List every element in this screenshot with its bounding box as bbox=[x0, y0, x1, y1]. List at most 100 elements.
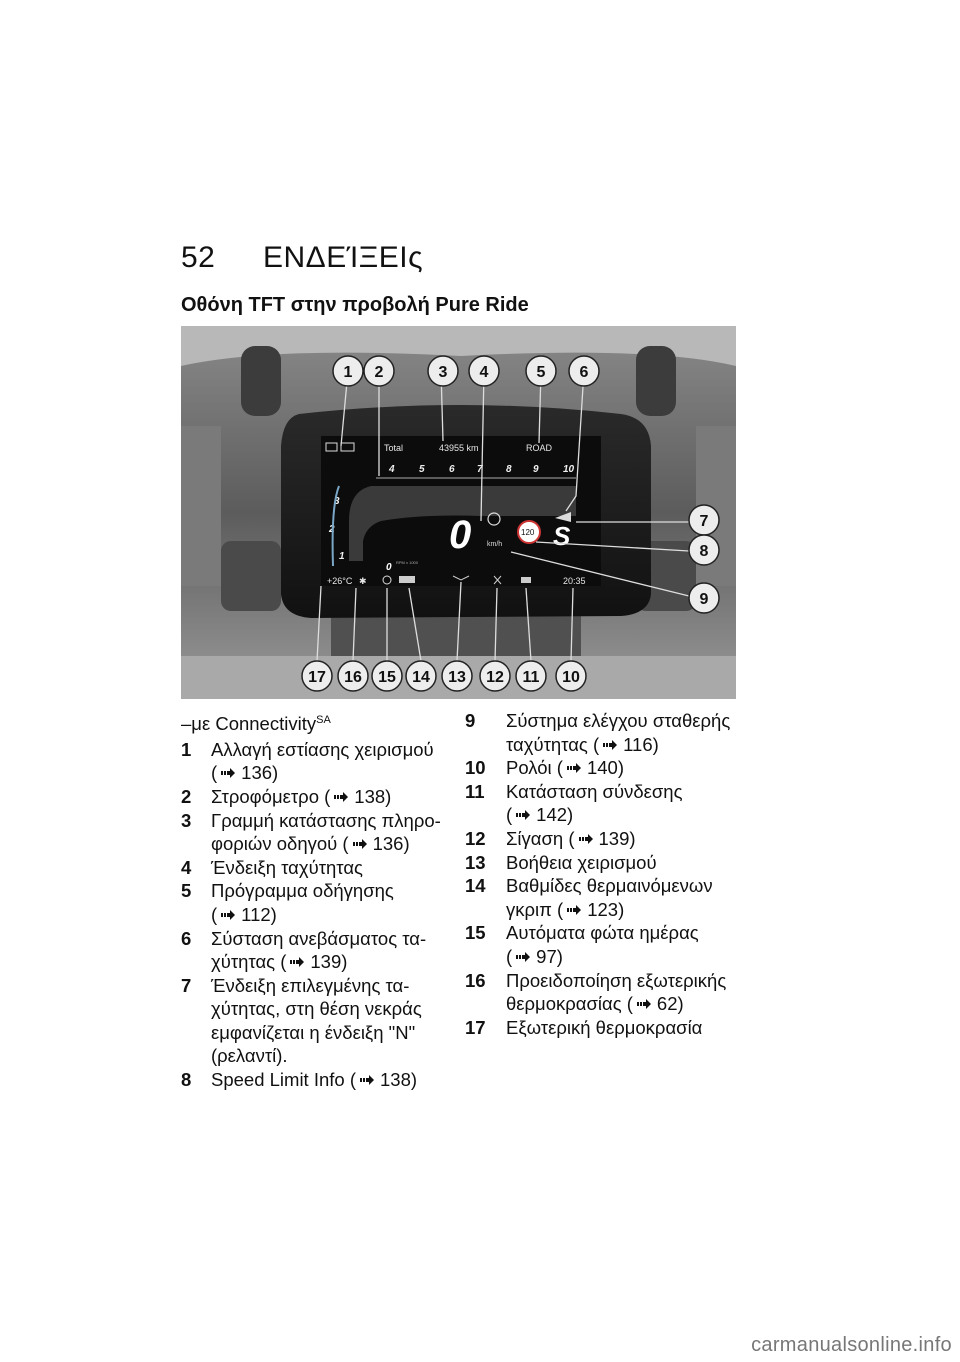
mute-icon bbox=[493, 575, 502, 585]
callout-number: 8 bbox=[700, 543, 709, 560]
callout-number: 12 bbox=[486, 669, 504, 686]
legend-left-column: –με ConnectivitySA 1 Αλλαγή εστίασης χειρ… bbox=[181, 709, 449, 1092]
upshift-arrow-icon bbox=[555, 512, 571, 522]
callout-circle bbox=[515, 660, 547, 692]
page-reference-arrow-icon bbox=[352, 839, 367, 850]
page-reference-arrow-icon bbox=[334, 791, 349, 802]
callout-number: 2 bbox=[375, 364, 384, 381]
callout-circle bbox=[301, 660, 333, 692]
legend-text: Στροφόμετρο ( bbox=[211, 785, 331, 807]
rpm-tick-label: 9 bbox=[533, 464, 539, 475]
page-number: 52 bbox=[181, 241, 216, 274]
page-reference: 62) bbox=[656, 993, 684, 1015]
callout-number: 13 bbox=[448, 669, 466, 686]
rpm-tick-label: 2 bbox=[328, 524, 335, 535]
legend-text: ταχύτητας ( bbox=[506, 733, 600, 755]
legend-text: χύτητας, στη θέση νεκράς bbox=[211, 998, 422, 1020]
legend-text: χύτητας ( bbox=[211, 951, 287, 973]
rpm-tick-label: 5 bbox=[419, 464, 425, 475]
page-reference: 136) bbox=[241, 762, 279, 784]
callout-circle bbox=[479, 660, 511, 692]
callout-number: 9 bbox=[700, 591, 709, 608]
legend-number: 8 bbox=[181, 1069, 192, 1091]
callout-number: 10 bbox=[562, 669, 580, 686]
legend-number: 9 bbox=[465, 710, 476, 731]
rpm-unit: RPM x 1000 bbox=[396, 560, 419, 565]
page-reference-arrow-icon bbox=[567, 904, 582, 915]
riding-mode: ROAD bbox=[526, 443, 553, 453]
legend-text: Αλλαγή εστίασης χειρισμού bbox=[211, 738, 434, 760]
page-reference: 138) bbox=[354, 785, 392, 807]
speed-limit-sign bbox=[517, 520, 541, 544]
cruise-control-icon bbox=[487, 512, 501, 526]
legend-number: 10 bbox=[465, 757, 486, 779]
neutral-rpm-tick: 0 bbox=[386, 562, 392, 573]
page-reference-arrow-icon bbox=[578, 833, 593, 844]
callout-circle bbox=[405, 660, 437, 692]
page-reference-arrow-icon bbox=[566, 763, 581, 774]
rpm-tick-label: 10 bbox=[563, 464, 575, 475]
legend-text: Κατάσταση σύνδεσης bbox=[506, 780, 683, 802]
legend-number: 16 bbox=[465, 969, 486, 991]
rpm-tick-label: 1 bbox=[339, 551, 345, 562]
heated-grips-icon bbox=[399, 576, 415, 583]
connectivity-note: –με ConnectivitySA bbox=[181, 713, 331, 735]
legend-number: 2 bbox=[181, 785, 192, 807]
rpm-tick-label: 3 bbox=[334, 496, 340, 507]
gear-indicator: S bbox=[553, 521, 571, 551]
legend-text: Αυτόματα φώτα ημέρας bbox=[506, 922, 699, 944]
legend-number: 6 bbox=[181, 927, 192, 949]
legend-text: γκριπ ( bbox=[506, 898, 564, 920]
legend-text: Σύσταση ανεβάσματος τα- bbox=[211, 927, 427, 949]
legend-text: Ένδειξη επιλεγμένης τα- bbox=[211, 974, 410, 996]
page-reference: 112) bbox=[241, 903, 277, 925]
callout-number: 14 bbox=[412, 669, 430, 686]
frost-warning-icon: ✱ bbox=[359, 577, 367, 587]
legend-text: Ρολόι ( bbox=[506, 757, 563, 779]
legend-item: 6 Σύσταση ανεβάσματος τα-χύτητας ( 139) bbox=[181, 927, 449, 974]
legend-text: φοριών οδηγού ( bbox=[211, 833, 349, 855]
legend-number: 1 bbox=[181, 738, 192, 760]
page-reference: 140) bbox=[586, 757, 624, 779]
legend-text: θερμοκρασίας ( bbox=[506, 993, 633, 1015]
legend-text: Σύστημα ελέγχου σταθερής bbox=[506, 710, 731, 731]
page-reference-arrow-icon bbox=[290, 957, 305, 968]
legend-item: 2 Στροφόμετρο ( 138) bbox=[181, 785, 449, 809]
callout-number: 1 bbox=[344, 364, 353, 381]
legend-number: 17 bbox=[465, 1016, 486, 1038]
legend-text: εμφανίζεται η ένδειξη "N" bbox=[211, 1021, 416, 1043]
odometer-value: 43955 km bbox=[439, 443, 479, 453]
section-title: Οθόνη TFT στην προβολή Pure Ride bbox=[181, 294, 529, 316]
legend-item: 17 Εξωτερική θερμοκρασία bbox=[465, 1016, 735, 1040]
page-reference: 139) bbox=[310, 951, 348, 973]
callout-circle bbox=[337, 660, 369, 692]
rpm-tick-label: 7 bbox=[477, 464, 483, 475]
page-reference-arrow-icon bbox=[516, 810, 531, 821]
legend-text: Εξωτερική θερμοκρασία bbox=[506, 1016, 703, 1038]
page-reference-arrow-icon bbox=[636, 999, 651, 1010]
callout-circle bbox=[468, 355, 500, 387]
callout-circle bbox=[363, 355, 395, 387]
legend-text: Προειδοποίηση εξωτερικής bbox=[506, 969, 727, 991]
legend-number: 7 bbox=[181, 974, 192, 996]
page-reference-arrow-icon bbox=[360, 1075, 374, 1086]
legend-text: Σίγαση ( bbox=[506, 827, 575, 849]
daytime-lights-icon bbox=[382, 575, 392, 585]
legend-text: Βοήθεια χειρισμού bbox=[506, 851, 657, 873]
outside-temperature: +26°C bbox=[327, 576, 353, 586]
callout-circle bbox=[688, 582, 720, 614]
legend-text: Πρόγραμμα οδήγησης bbox=[211, 880, 394, 902]
callout-number: 3 bbox=[439, 364, 448, 381]
callout-circle bbox=[332, 355, 364, 387]
